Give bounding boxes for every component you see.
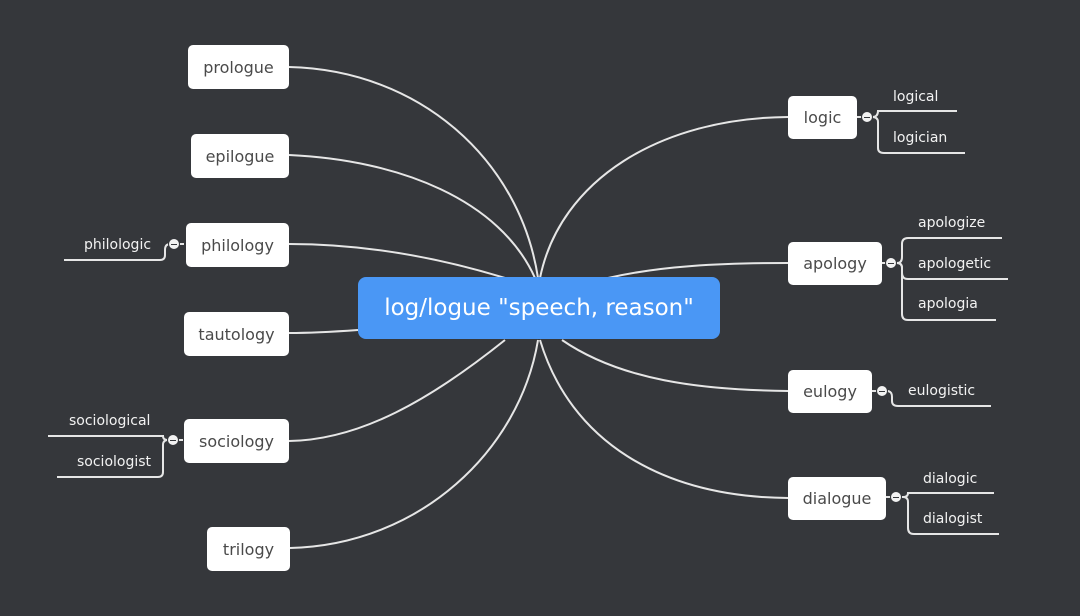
node-prologue[interactable]: prologue (188, 45, 289, 89)
leaf-logical[interactable]: logical (893, 89, 939, 105)
node-tautology[interactable]: tautology (184, 312, 289, 356)
node-label: philology (201, 235, 274, 255)
leaf-dialogic[interactable]: dialogic (923, 471, 978, 487)
leaf-philologic[interactable]: philologic (84, 237, 152, 253)
collapse-logic-icon[interactable] (861, 111, 873, 123)
node-apology[interactable]: apology (788, 242, 882, 285)
node-dialogue[interactable]: dialogue (788, 477, 886, 520)
node-label: prologue (203, 57, 274, 77)
leaf-apologetic[interactable]: apologetic (918, 256, 992, 272)
node-label: trilogy (222, 539, 275, 559)
node-logic[interactable]: logic (788, 96, 857, 139)
node-trilogy[interactable]: trilogy (207, 527, 290, 571)
leaf-dialogist[interactable]: dialogist (923, 511, 983, 527)
node-label: dialogue (802, 489, 872, 508)
node-sociology[interactable]: sociology (184, 419, 289, 463)
leaf-sociological[interactable]: sociological (69, 413, 151, 429)
node-eulogy[interactable]: eulogy (788, 370, 872, 413)
leaf-apologia[interactable]: apologia (918, 296, 978, 312)
node-philology[interactable]: philology (186, 223, 289, 267)
collapse-eulogy-icon[interactable] (876, 385, 888, 397)
collapse-sociology-icon[interactable] (167, 434, 179, 446)
root-topic[interactable]: log/logue "speech, reason" (358, 277, 720, 339)
node-label: apology (803, 254, 867, 273)
root-topic-label: log/logue "speech, reason" (384, 295, 694, 321)
collapse-philology-icon[interactable] (168, 238, 180, 250)
leaf-eulogistic[interactable]: eulogistic (908, 383, 976, 399)
collapse-dialogue-icon[interactable] (890, 491, 902, 503)
leaf-logician[interactable]: logician (893, 130, 948, 146)
node-epilogue[interactable]: epilogue (191, 134, 289, 178)
node-label: logic (803, 108, 842, 127)
node-label: sociology (198, 431, 274, 451)
collapse-apology-icon[interactable] (885, 257, 897, 269)
leaf-apologize[interactable]: apologize (918, 215, 986, 231)
node-label: epilogue (205, 146, 275, 166)
node-label: tautology (198, 324, 275, 344)
leaf-sociologist[interactable]: sociologist (77, 454, 152, 470)
node-label: eulogy (803, 382, 857, 401)
